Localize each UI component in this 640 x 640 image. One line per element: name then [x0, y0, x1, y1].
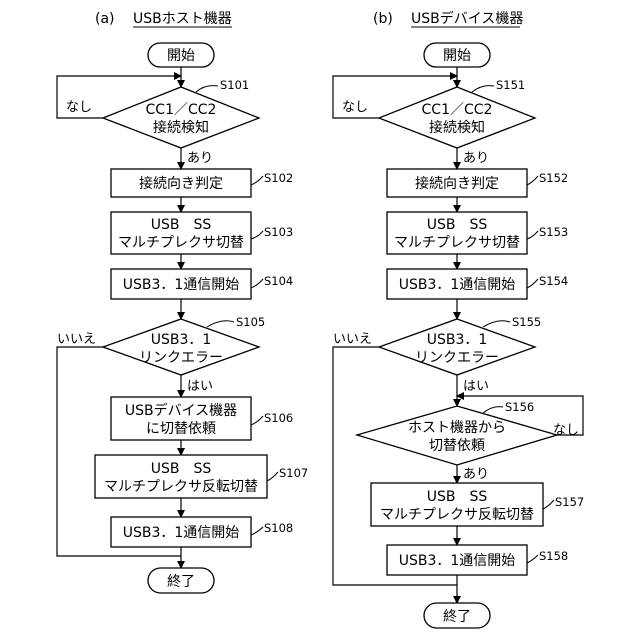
- s104-label: USB3．1通信開始: [123, 277, 240, 293]
- s101-ref-leader: [196, 86, 218, 92]
- s157-line2: マルチプレクサ反転切替: [380, 507, 534, 523]
- s155-ref: S155: [512, 315, 541, 329]
- end-label-b: 終了: [443, 609, 471, 625]
- s108-ref: S108: [264, 521, 293, 535]
- s105-ref-leader: [207, 321, 234, 327]
- s158-ref-leader: [527, 555, 538, 563]
- s107-line2: マルチプレクサ反転切替: [104, 479, 258, 495]
- s104-ref: S104: [264, 274, 293, 288]
- s108-ref-leader: [251, 527, 263, 535]
- end-label-a: 終了: [167, 574, 195, 590]
- s103-line1: USB SS: [151, 217, 212, 233]
- s102-ref-leader: [251, 176, 263, 185]
- s103-ref-leader: [251, 231, 263, 239]
- s101-line2: 接続検知: [153, 119, 209, 136]
- s153-ref-leader: [527, 231, 538, 239]
- s155-ref-leader: [483, 321, 510, 327]
- s156-ref: S156: [505, 400, 534, 414]
- s153-ref: S153: [539, 225, 568, 239]
- start-label-a: 開始: [167, 48, 195, 64]
- start-label-b: 開始: [443, 48, 471, 64]
- s151-no-label: なし: [342, 100, 368, 115]
- s154-ref-leader: [527, 279, 538, 288]
- s153-line1: USB SS: [427, 217, 488, 233]
- s154-label: USB3．1通信開始: [399, 277, 516, 293]
- panel-b-title: USBデバイス機器: [411, 10, 523, 27]
- s151-line1: CC1／CC2: [422, 102, 493, 118]
- s103-line2: マルチプレクサ切替: [118, 235, 244, 251]
- s152-label: 接続向き判定: [415, 175, 499, 192]
- s107-line1: USB SS: [151, 461, 212, 477]
- s101-line1: CC1／CC2: [146, 102, 217, 118]
- s152-ref-leader: [527, 176, 538, 185]
- s105-yes-label: はい: [187, 379, 213, 394]
- s106-ref: S106: [264, 411, 293, 425]
- s102-label: 接続向き判定: [139, 175, 223, 192]
- s158-label: USB3．1通信開始: [399, 553, 516, 569]
- s155-line2: リンクエラー: [415, 350, 499, 366]
- panel-b-label: (b): [373, 11, 393, 27]
- s102-ref: S102: [264, 171, 293, 185]
- s103-ref: S103: [264, 225, 293, 239]
- s155-no-label: いいえ: [333, 332, 372, 347]
- s158-ref: S158: [539, 549, 568, 563]
- s151-line2: 接続検知: [429, 119, 485, 136]
- s152-ref: S152: [539, 171, 568, 185]
- s157-line1: USB SS: [427, 489, 488, 505]
- s153-line2: マルチプレクサ切替: [394, 235, 520, 251]
- s156-no-label: なし: [553, 423, 579, 438]
- s155-line1: USB3．1: [427, 332, 488, 348]
- s156-line1: ホスト機器から: [408, 420, 506, 436]
- s155-yes-label: はい: [463, 379, 489, 394]
- s106-line2: に切替依頼: [146, 421, 216, 437]
- s104-ref-leader: [251, 279, 263, 288]
- s101-yes-label: あり: [187, 151, 213, 166]
- s157-ref: S157: [555, 495, 584, 509]
- s154-ref: S154: [539, 274, 568, 288]
- s151-ref-leader: [472, 86, 494, 92]
- s105-ref: S105: [236, 315, 265, 329]
- s157-ref-leader: [543, 500, 554, 509]
- s105-line2: リンクエラー: [139, 350, 223, 366]
- s151-ref: S151: [496, 78, 525, 92]
- s151-yes-label: あり: [463, 151, 489, 166]
- s156-yes-label: あり: [463, 467, 489, 482]
- s156-line2: 切替依頼: [429, 438, 485, 454]
- s105-no-label: いいえ: [57, 332, 96, 347]
- s101-no-label: なし: [66, 100, 92, 115]
- s106-line1: USBデバイス機器: [125, 402, 237, 419]
- panel-a-label: (a): [95, 11, 115, 27]
- s156-ref-leader: [482, 407, 503, 414]
- panel-b: (b) USBデバイス機器 開始 CC1／CC2 接続検知 S151 なし あり…: [333, 10, 584, 628]
- s106-ref-leader: [251, 416, 263, 425]
- panel-a-title: USBホスト機器: [133, 11, 232, 27]
- s107-ref: S107: [279, 466, 308, 480]
- panel-a: (a) USBホスト機器 開始 CC1／CC2 接続検知 S101 なし あり …: [57, 11, 308, 593]
- s108-label: USB3．1通信開始: [123, 525, 240, 541]
- s105-line1: USB3．1: [151, 332, 212, 348]
- s101-ref: S101: [220, 78, 249, 92]
- s107-ref-leader: [267, 472, 278, 481]
